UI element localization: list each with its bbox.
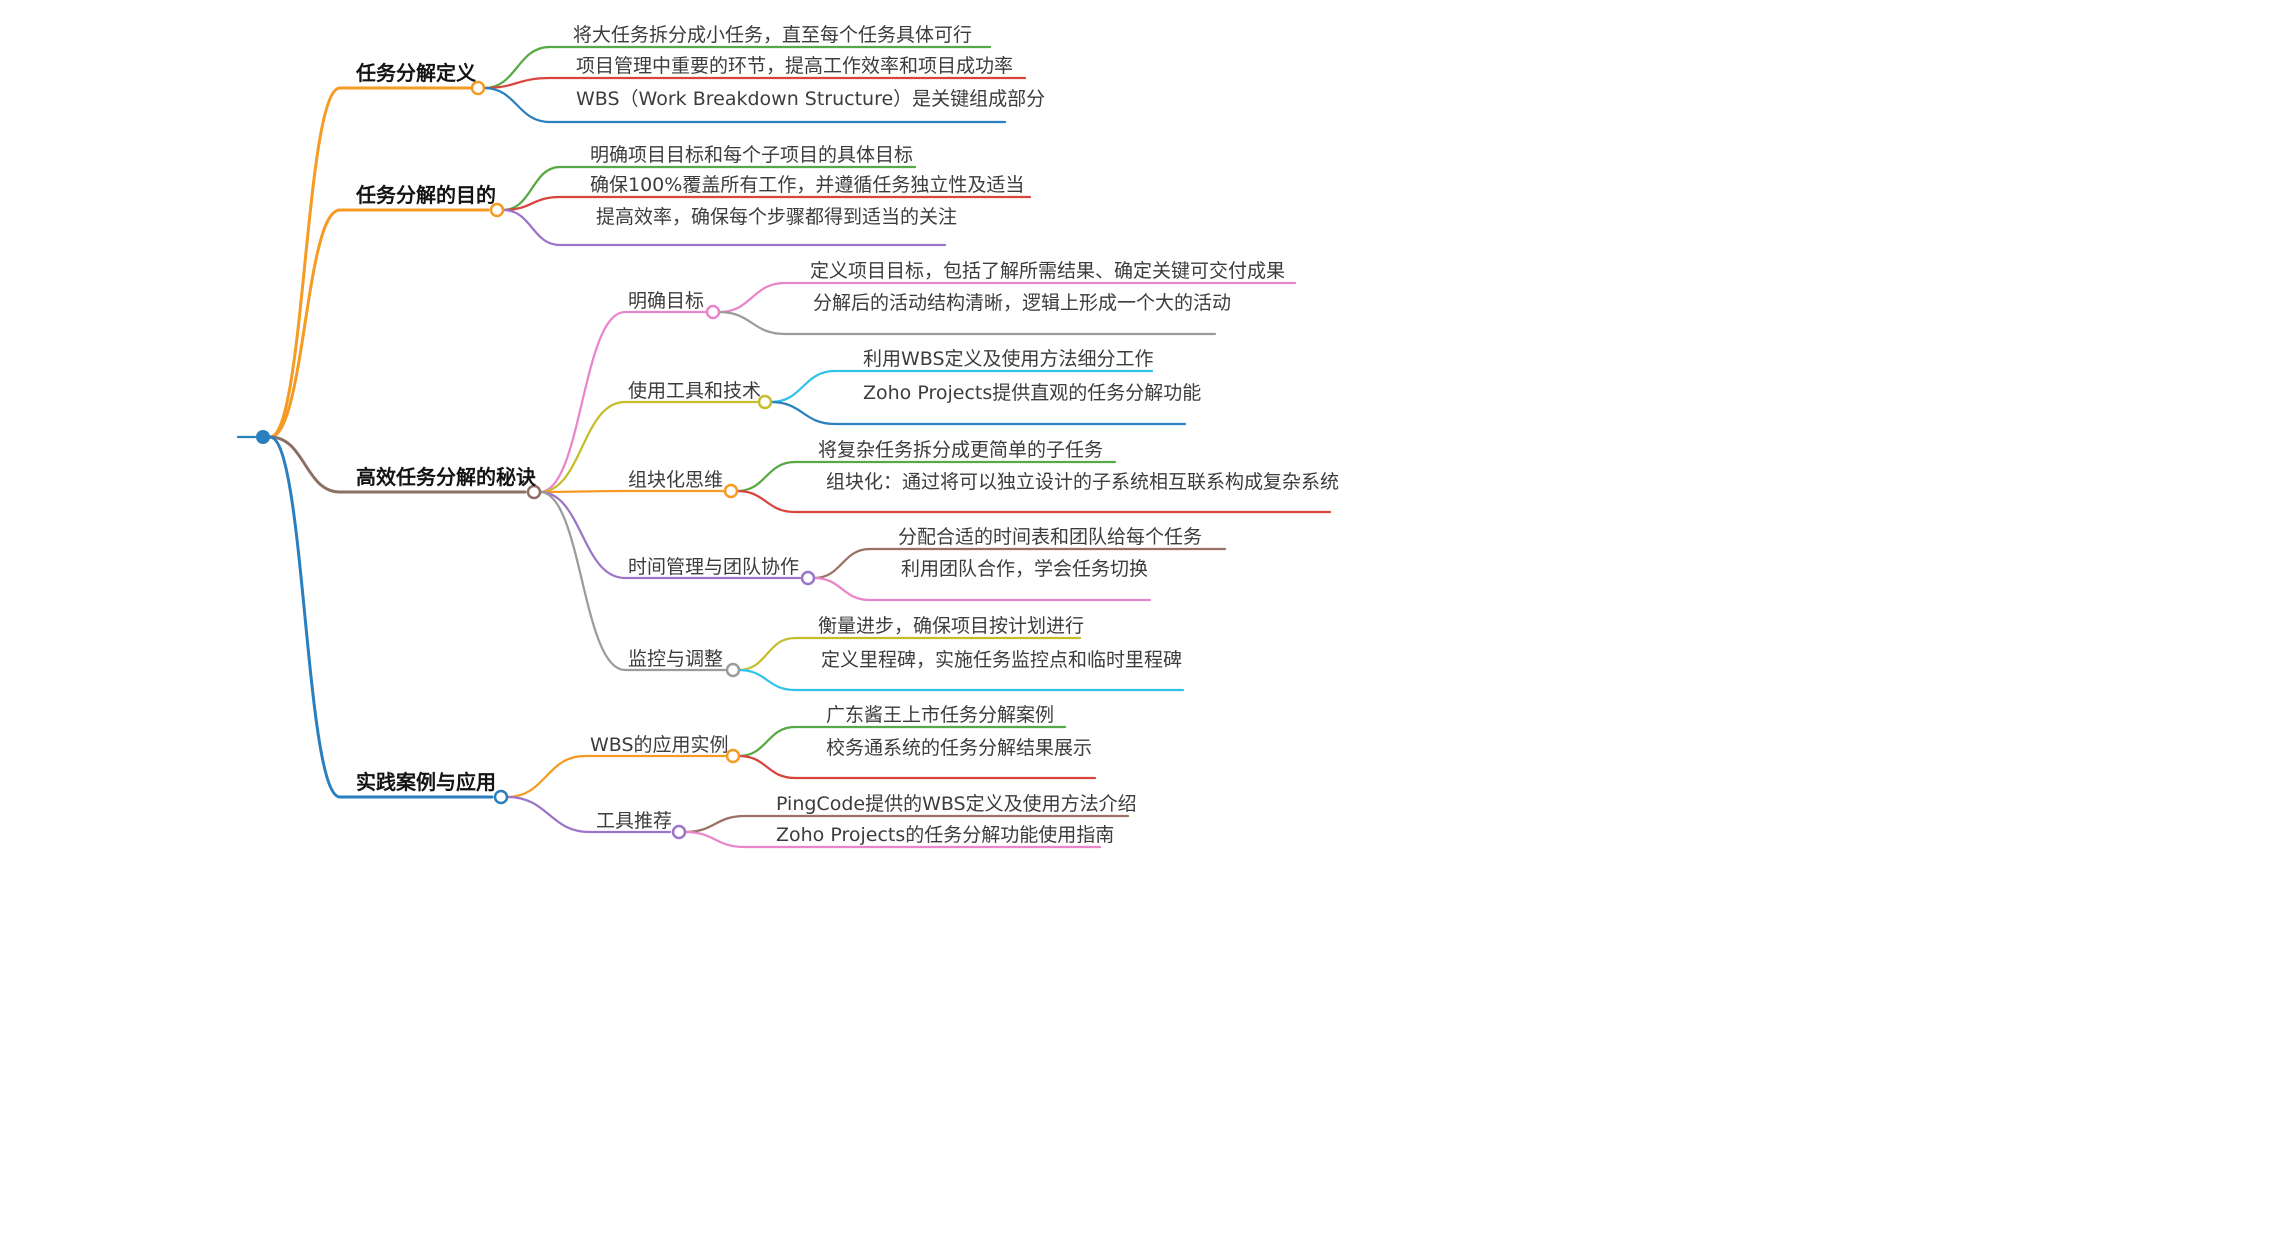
link-subnode-tool-recs	[505, 795, 672, 834]
link-branch-definition	[268, 86, 472, 439]
link-leaf-3-3-1	[735, 460, 1117, 493]
link-subnode-tools	[538, 400, 759, 494]
leaf-2-1-label: 明确项目目标和每个子项目的具体目标	[590, 144, 914, 166]
node-toggle-wbs-examples[interactable]	[725, 748, 741, 764]
node-toggle-goals[interactable]	[705, 304, 721, 320]
link-leaf-3-4-2	[812, 576, 1152, 602]
leaf-3-2-2-label: Zoho Projects提供直观的任务分解功能	[863, 382, 1202, 404]
leaf-4-1-1-label: 广东酱王上市任务分解案例	[826, 704, 1055, 726]
link-subnode-monitor	[538, 490, 727, 672]
subnode-4-2-label: 工具推荐	[596, 810, 673, 832]
root-node[interactable]	[256, 430, 270, 444]
leaf-3-4-1-label: 分配合适的时间表和团队给每个任务	[898, 526, 1203, 548]
link-leaf-4-1-2	[737, 754, 1097, 780]
branch-4-label: 实践案例与应用	[356, 770, 496, 794]
leaf-3-2-1-label: 利用WBS定义及使用方法细分工作	[863, 348, 1154, 370]
leaf-4-2-2-label: Zoho Projects的任务分解功能使用指南	[776, 824, 1115, 846]
branch-1-label: 任务分解定义	[356, 61, 476, 85]
leaf-4-2-1-label: PingCode提供的WBS定义及使用方法介绍	[776, 793, 1137, 815]
leaf-2-3-label: 提高效率，确保每个步骤都得到适当的关注	[596, 206, 958, 228]
link-leaf-4-2-2	[683, 830, 1102, 849]
leaf-3-1-1-label: 定义项目目标，包括了解所需结果、确定关键可交付成果	[810, 260, 1286, 282]
link-branch-purpose	[268, 208, 490, 439]
node-toggle-secrets[interactable]	[526, 484, 542, 500]
branch-3-label: 高效任务分解的秘诀	[356, 465, 536, 489]
subnode-3-3-label: 组块化思维	[628, 469, 724, 491]
link-branch-secrets	[268, 435, 527, 494]
leaf-3-3-1-label: 将复杂任务拆分成更简单的子任务	[818, 439, 1104, 461]
link-leaf-3-1-2	[717, 310, 1217, 336]
branch-2-label: 任务分解的目的	[356, 183, 496, 207]
node-toggle-monitor[interactable]	[725, 662, 741, 678]
leaf-1-3-label: WBS（Work Breakdown Structure）是关键组成部分	[576, 88, 1046, 110]
link-leaf-3-5-1	[737, 636, 1082, 672]
link-subnode-chunking	[538, 489, 725, 494]
leaf-1-1-label: 将大任务拆分成小任务，直至每个任务具体可行	[573, 24, 973, 46]
leaf-2-2-label: 确保100%覆盖所有工作，并遵循任务独立性及适当	[590, 174, 1025, 196]
subnode-3-4-label: 时间管理与团队协作	[628, 556, 800, 578]
subnode-4-1-label: WBS的应用实例	[590, 734, 729, 756]
link-leaf-3-3-2	[735, 489, 1332, 514]
node-toggle-definition[interactable]	[470, 80, 486, 96]
link-leaf-3-4-1	[812, 547, 1227, 580]
link-leaf-3-5-2	[737, 668, 1185, 692]
node-toggle-practice[interactable]	[493, 789, 509, 805]
link-leaf-3-2-1	[769, 369, 1154, 404]
link-branch-practice	[268, 435, 494, 799]
link-subnode-goals	[538, 310, 707, 494]
leaf-1-2-label: 项目管理中重要的环节，提高工作效率和项目成功率	[576, 55, 1014, 77]
leaf-3-3-2-label: 组块化：通过将可以独立设计的子系统相互联系构成复杂系统	[826, 471, 1340, 493]
link-leaf-1-3	[482, 86, 1007, 124]
link-leaf-4-1-1	[737, 725, 1067, 758]
leaf-3-4-2-label: 利用团队合作，学会任务切换	[901, 558, 1149, 580]
subnode-3-5-label: 监控与调整	[628, 648, 724, 670]
leaf-4-1-2-label: 校务通系统的任务分解结果展示	[826, 737, 1093, 759]
link-leaf-1-2	[482, 76, 1027, 90]
subnode-3-1-label: 明确目标	[628, 290, 705, 312]
leaf-3-5-2-label: 定义里程碑，实施任务监控点和临时里程碑	[821, 649, 1183, 671]
link-subnode-wbs-examples	[505, 754, 727, 799]
subnode-3-2-label: 使用工具和技术	[628, 380, 762, 402]
node-toggle-time-team[interactable]	[800, 570, 816, 586]
leaf-3-5-1-label: 衡量进步，确保项目按计划进行	[818, 615, 1085, 637]
node-toggle-chunking[interactable]	[723, 483, 739, 499]
link-subnode-time-team	[538, 490, 802, 580]
link-leaf-2-1	[501, 165, 917, 212]
node-toggle-tool-recs[interactable]	[671, 824, 687, 840]
node-toggle-purpose[interactable]	[489, 202, 505, 218]
link-leaf-1-1	[482, 45, 992, 90]
link-leaf-2-3	[501, 208, 947, 247]
link-leaf-2-2	[501, 195, 1032, 212]
link-leaf-3-1-1	[717, 281, 1297, 314]
node-toggle-tools[interactable]	[757, 394, 773, 410]
link-leaf-3-2-2	[769, 400, 1187, 426]
leaf-3-1-2-label: 分解后的活动结构清晰，逻辑上形成一个大的活动	[813, 292, 1232, 314]
